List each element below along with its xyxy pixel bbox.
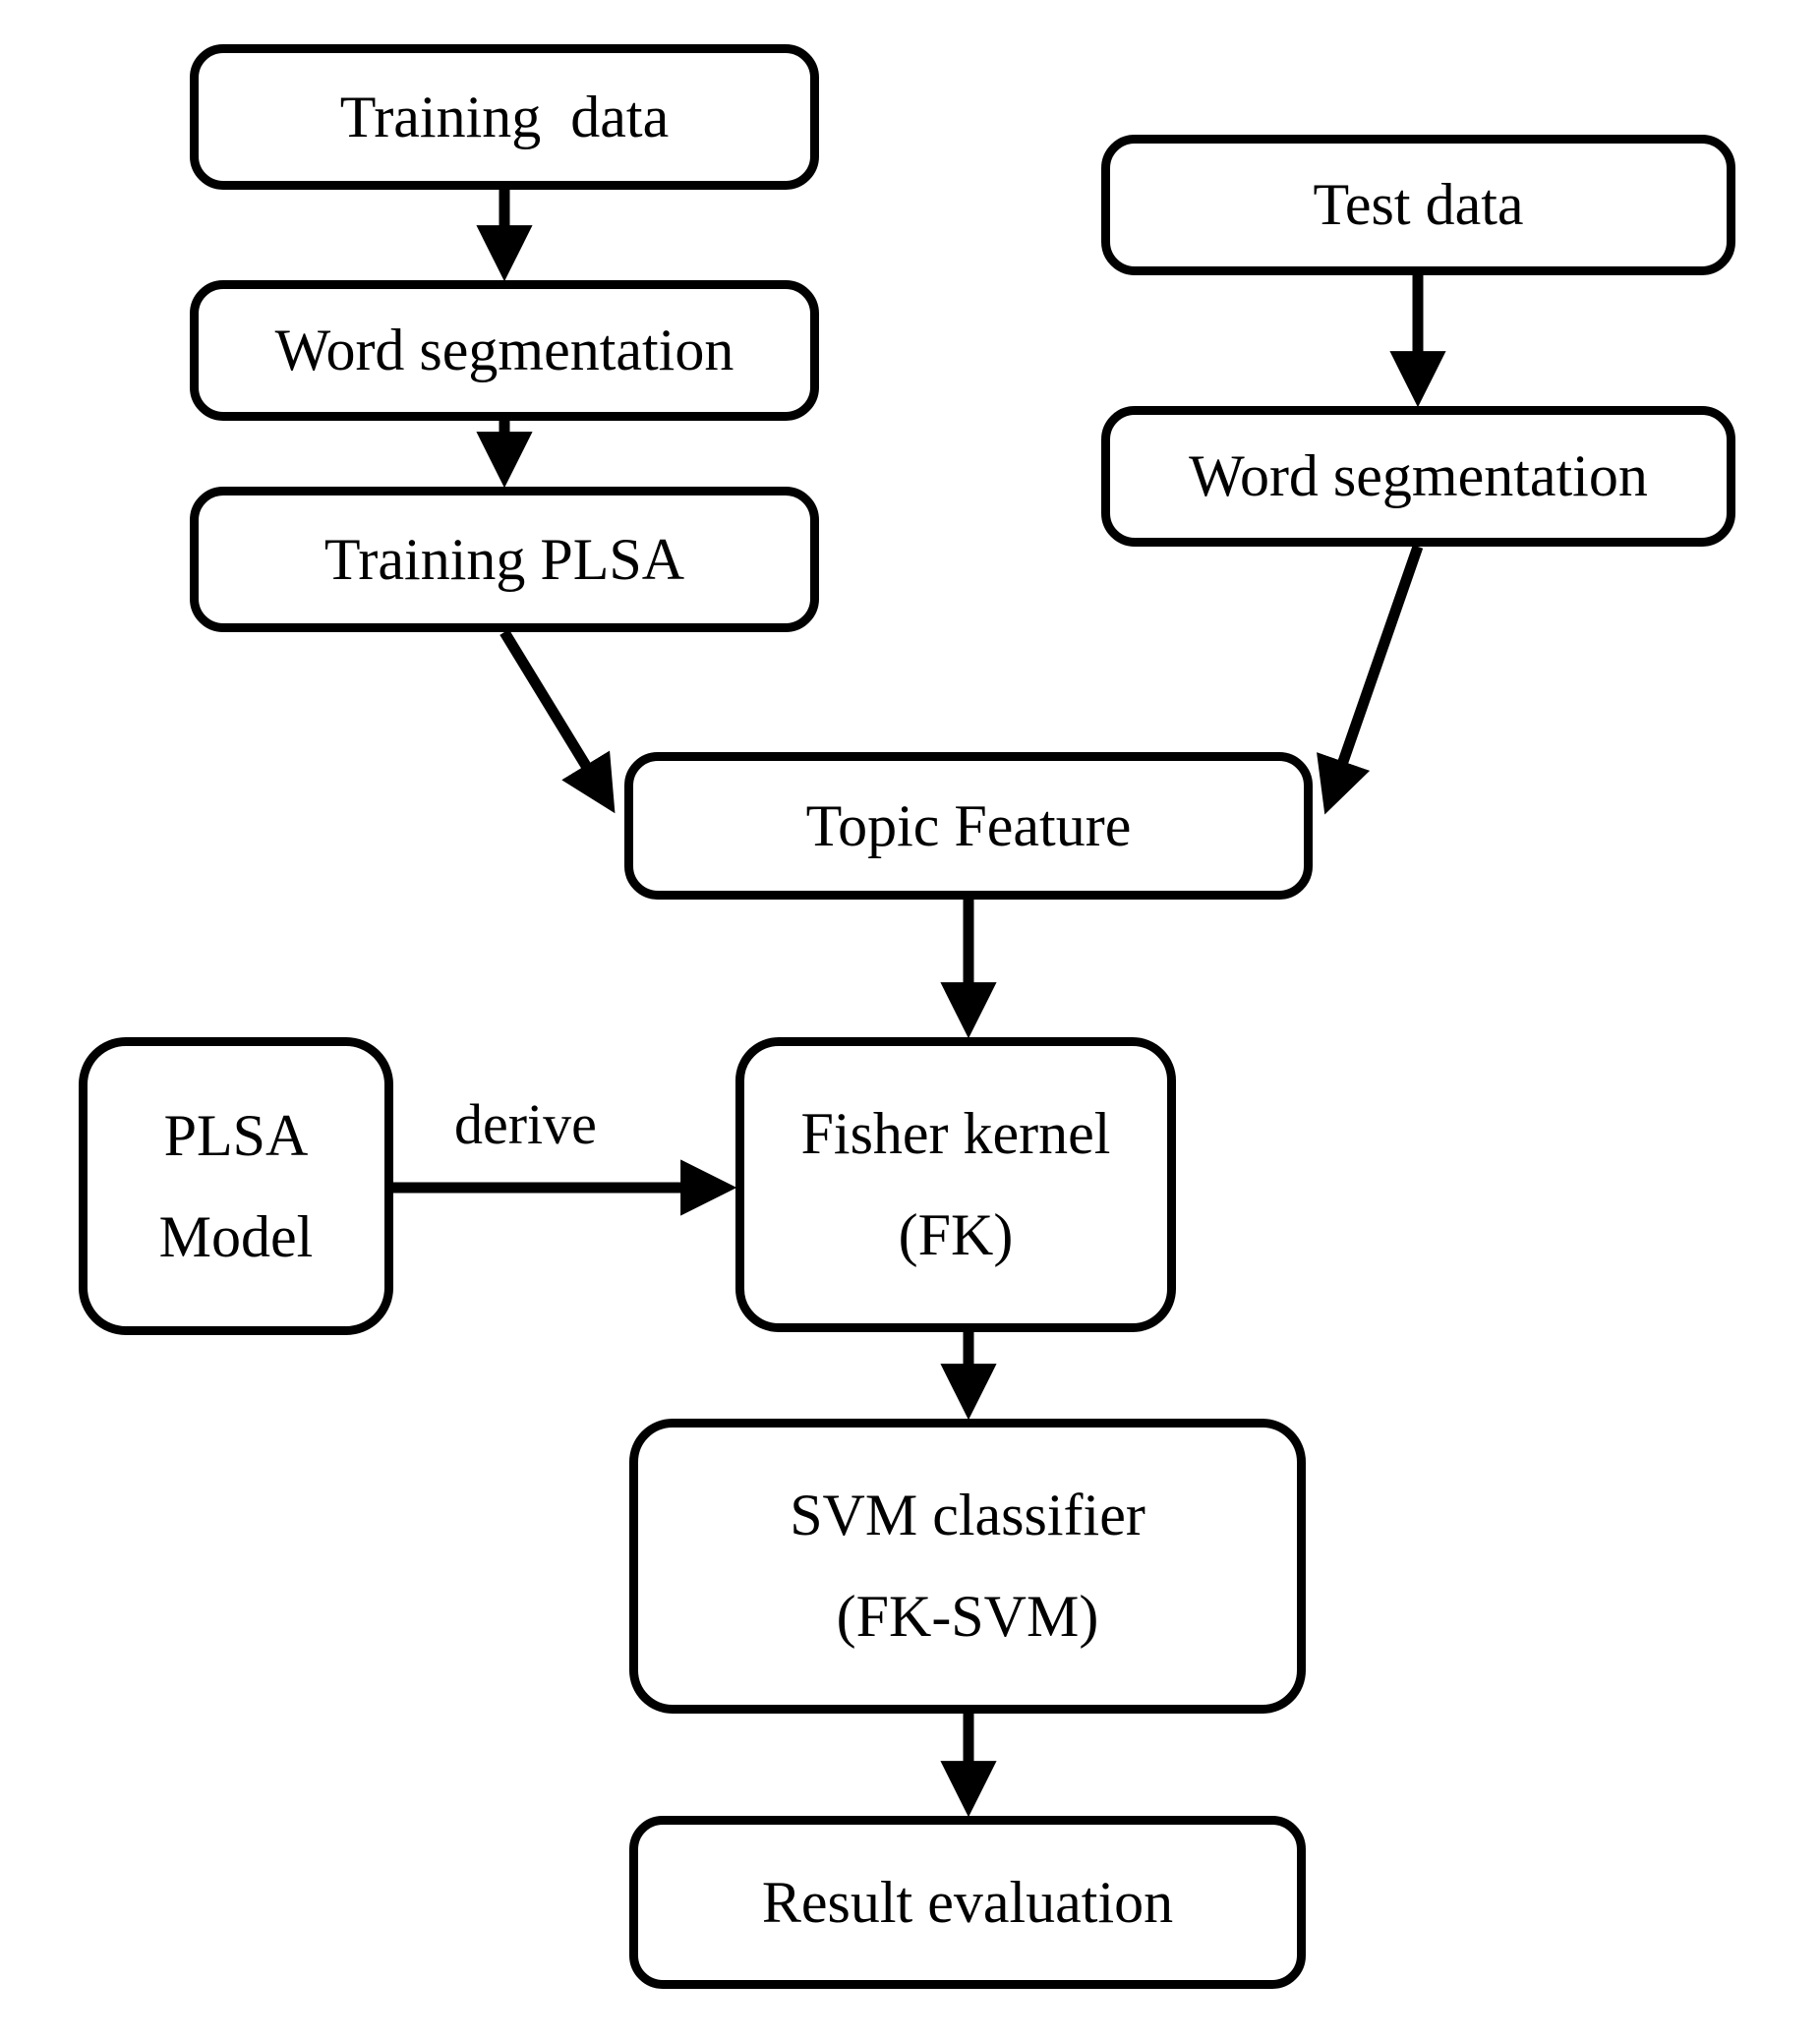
node-result-evaluation[interactable]: Result evaluation (629, 1816, 1306, 1989)
node-fisher-kernel[interactable]: Fisher kernel (FK) (735, 1037, 1176, 1332)
node-training-plsa-label: Training PLSA (323, 526, 685, 592)
node-topic-feature[interactable]: Topic Feature (624, 752, 1313, 900)
node-plsa-model-label-line2: Model (158, 1203, 314, 1269)
node-svm-classifier[interactable]: SVM classifier (FK-SVM) (629, 1419, 1306, 1714)
node-word-segmentation-train[interactable]: Word segmentation (190, 280, 819, 421)
node-word-segmentation-train-label: Word segmentation (274, 318, 734, 382)
node-topic-feature-label: Topic Feature (805, 792, 1132, 858)
node-plsa-model[interactable]: PLSA Model (79, 1037, 393, 1335)
node-word-segmentation-test-label: Word segmentation (1189, 443, 1648, 508)
node-result-evaluation-label: Result evaluation (761, 1869, 1174, 1935)
node-fisher-kernel-label-line2: (FK) (898, 1202, 1014, 1267)
node-svm-classifier-label: SVM classifier (790, 1483, 1145, 1547)
node-training-data[interactable]: Training data (190, 44, 819, 190)
edge-training-plsa-to-topic-feature (499, 629, 616, 814)
node-test-data[interactable]: Test data (1101, 135, 1735, 275)
node-fisher-kernel-label: Fisher kernel (800, 1101, 1111, 1166)
node-word-segmentation-test[interactable]: Word segmentation (1101, 406, 1735, 547)
node-training-plsa[interactable]: Training PLSA (190, 487, 819, 632)
edge-label-derive: derive (454, 1092, 597, 1156)
node-svm-classifier-label-line2: (FK-SVM) (836, 1584, 1099, 1649)
edge-word-segmentation-test-to-topic-feature (1317, 545, 1424, 815)
node-plsa-model-label: PLSA (163, 1102, 309, 1168)
node-training-data-label: Training data (339, 84, 670, 149)
node-test-data-label: Test data (1313, 172, 1524, 237)
